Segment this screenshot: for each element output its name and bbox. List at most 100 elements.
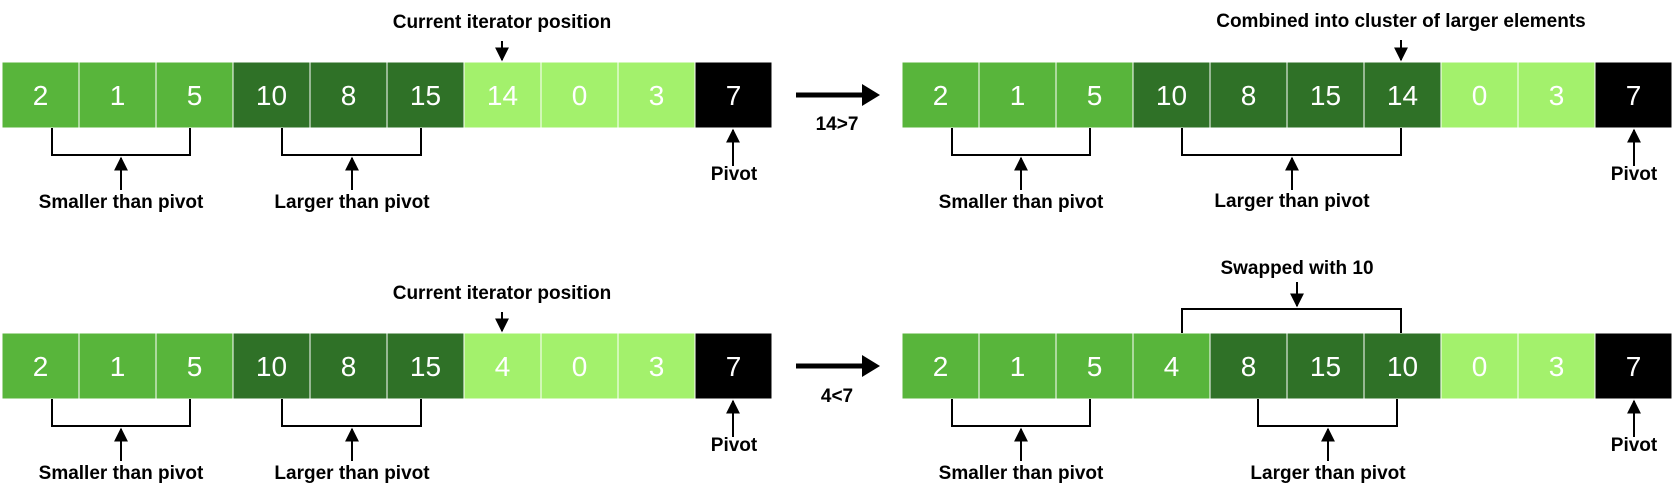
cell-value: 3 [1549, 351, 1565, 382]
larger-label: Larger than pivot [274, 463, 430, 484]
array-cell [78, 332, 157, 400]
cell-value: 2 [33, 80, 49, 111]
array-cell [155, 61, 234, 129]
cell-value: 7 [726, 80, 742, 111]
cell-value: 15 [410, 351, 441, 382]
cell-value: 1 [110, 80, 126, 111]
cell-value: 4 [495, 351, 511, 382]
swapped-label: Swapped with 10 [1220, 258, 1373, 279]
pivot-label: Pivot [1611, 164, 1658, 185]
cell-value: 10 [1156, 80, 1187, 111]
cell-value: 14 [1387, 80, 1418, 111]
array-cell [232, 332, 311, 400]
cell-value: 2 [933, 351, 949, 382]
iterator-label: Current iterator position [393, 12, 612, 33]
transition-top: 14>7 [796, 84, 880, 135]
array-cell [1, 332, 80, 400]
array-cell [309, 332, 388, 400]
array-cell [309, 61, 388, 129]
cell-value: 15 [1310, 351, 1341, 382]
cell-value: 10 [1387, 351, 1418, 382]
cell-value: 1 [110, 351, 126, 382]
array-cell [901, 61, 980, 129]
array-cell [1517, 61, 1596, 129]
cell-value: 7 [726, 351, 742, 382]
cell-value: 15 [1310, 80, 1341, 111]
smaller-bracket [51, 399, 191, 427]
cell-value: 0 [572, 351, 588, 382]
cell-value: 2 [33, 351, 49, 382]
cell-value: 1 [1010, 80, 1026, 111]
pivot-label: Pivot [711, 164, 758, 185]
iterator-label: Current iterator position [393, 283, 612, 304]
array-cell [386, 332, 465, 400]
combined-label: Combined into cluster of larger elements [1216, 11, 1586, 32]
larger-label: Larger than pivot [1214, 191, 1370, 212]
array-cell [463, 61, 542, 129]
array-cell [1, 61, 80, 129]
array-cell [978, 332, 1057, 400]
larger-label: Larger than pivot [274, 192, 430, 213]
cell-value: 3 [649, 351, 665, 382]
smaller-bracket [951, 128, 1091, 156]
cell-value: 8 [1241, 351, 1257, 382]
array-cell [386, 61, 465, 129]
transition-arrow-head [862, 84, 880, 106]
cell-value: 10 [256, 351, 287, 382]
larger-bracket [281, 128, 422, 156]
array-cell [155, 332, 234, 400]
array-cell [1286, 61, 1365, 129]
transition-arrow-head [862, 355, 880, 377]
cell-value: 10 [256, 80, 287, 111]
cell-value: 0 [1472, 80, 1488, 111]
cell-value: 2 [933, 80, 949, 111]
pivot-cell [694, 61, 773, 129]
array-cell [1440, 61, 1519, 129]
array-cell [78, 61, 157, 129]
swap-bracket [1181, 308, 1402, 333]
pivot-cell [1594, 61, 1673, 129]
smaller-label: Smaller than pivot [39, 463, 204, 484]
pivot-cell [1594, 332, 1673, 400]
pivot-label: Pivot [1611, 435, 1658, 456]
smaller-label: Smaller than pivot [939, 463, 1104, 484]
smaller-bracket [51, 128, 191, 156]
larger-bracket [281, 399, 422, 427]
cell-value: 0 [1472, 351, 1488, 382]
array-cell [463, 332, 542, 400]
array-cell [1363, 332, 1442, 400]
cell-value: 3 [649, 80, 665, 111]
cell-value: 7 [1626, 80, 1642, 111]
cell-value: 5 [1087, 80, 1103, 111]
smaller-label: Smaller than pivot [939, 192, 1104, 213]
cell-value: 8 [1241, 80, 1257, 111]
cell-value: 7 [1626, 351, 1642, 382]
array-cell [1055, 61, 1134, 129]
array-cell [617, 61, 696, 129]
larger-label: Larger than pivot [1250, 463, 1406, 484]
cell-value: 8 [341, 351, 357, 382]
array-cell [1209, 332, 1288, 400]
array-cell [540, 61, 619, 129]
larger-bracket [1181, 128, 1402, 156]
comparison-label: 14>7 [816, 114, 859, 135]
array-cell [1363, 61, 1442, 129]
smaller-label: Smaller than pivot [39, 192, 204, 213]
transition-bottom: 4<7 [796, 355, 880, 407]
array-cell [1209, 61, 1288, 129]
array-cell [232, 61, 311, 129]
cell-value: 4 [1164, 351, 1180, 382]
cell-value: 5 [1087, 351, 1103, 382]
cell-value: 8 [341, 80, 357, 111]
cell-value: 5 [187, 80, 203, 111]
pivot-label: Pivot [711, 435, 758, 456]
cell-value: 3 [1549, 80, 1565, 111]
